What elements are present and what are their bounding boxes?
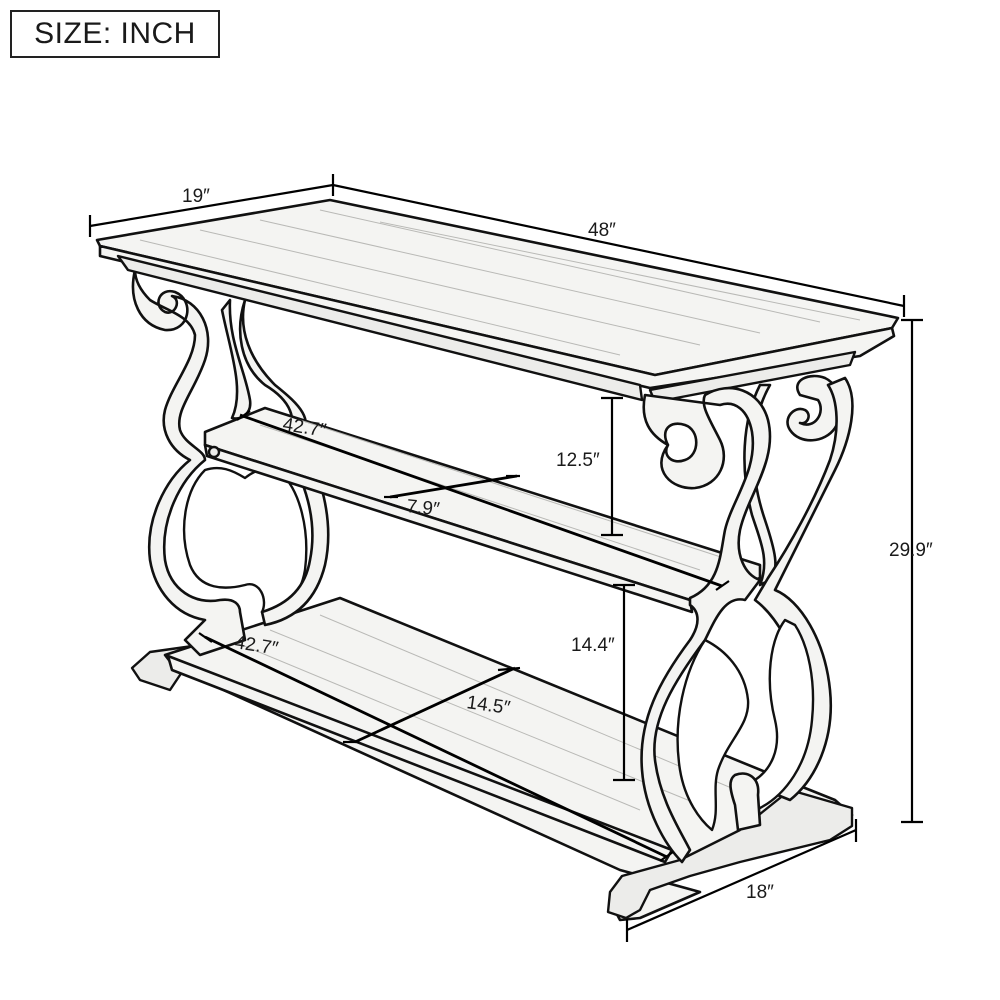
- right-front-leg: [640, 374, 854, 864]
- dimension-lines: [88, 174, 923, 942]
- dim-line-middle-depth: [389, 474, 518, 499]
- label-depth-base: 18″: [746, 882, 774, 903]
- label-height-total: 29.9″: [889, 540, 933, 561]
- label-depth-top: 19″: [182, 186, 210, 207]
- dim-line-depth-base: [626, 828, 857, 932]
- dim-line-width-top: [332, 183, 905, 308]
- apron: [116, 254, 644, 402]
- middle-shelf: [203, 406, 762, 614]
- shelf-peg: [207, 445, 221, 459]
- right-leg-foot: [729, 772, 762, 832]
- right-leg-inner-opening: [676, 638, 750, 832]
- label-shelf-gap-upper: 12.5″: [556, 450, 600, 471]
- dim-line-bottom-length: [204, 635, 668, 859]
- right-base: [606, 788, 854, 920]
- left-leg-body: [131, 268, 247, 657]
- label-width-top: 48″: [588, 220, 616, 241]
- right-leg-body: [640, 386, 772, 864]
- dim-line-bottom-depth: [354, 666, 516, 744]
- right-leg-outer: [753, 376, 854, 802]
- unit-label: SIZE: INCH: [34, 17, 196, 50]
- right-leg-top-scroll: [786, 374, 843, 442]
- unit-label-box: SIZE: INCH: [10, 10, 220, 58]
- label-shelf-gap-lower: 14.4″: [571, 635, 615, 656]
- table-top: [95, 198, 900, 404]
- dim-line-middle-length: [239, 413, 723, 588]
- middle-shelf-edge: [203, 443, 694, 614]
- left-leg-lower-opening: [182, 466, 308, 614]
- label-middle-shelf-depth: 7.9″: [405, 496, 440, 520]
- bottom-shelf-edge: [166, 654, 674, 864]
- dim-line-depth-top: [89, 183, 334, 228]
